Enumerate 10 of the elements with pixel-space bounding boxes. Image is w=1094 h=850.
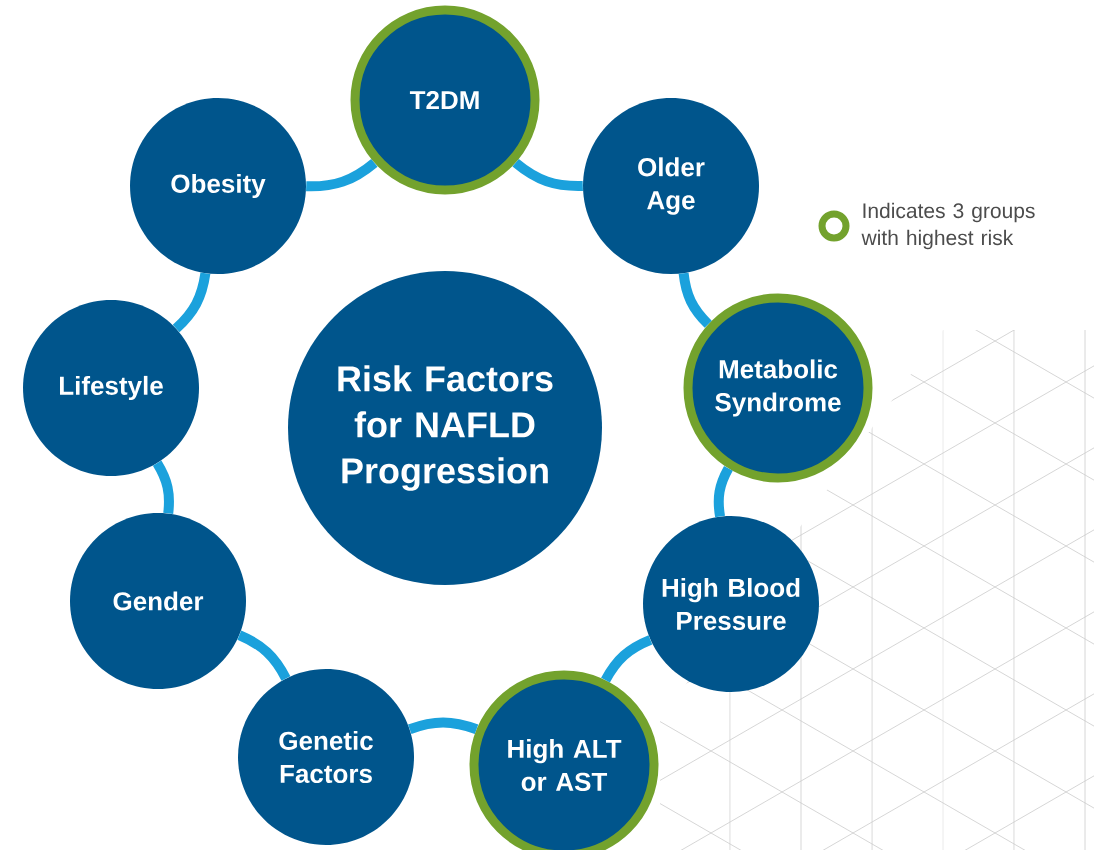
legend-text: Indicates 3 groups with highest risk <box>861 202 1035 250</box>
ring-segment <box>172 272 211 333</box>
ring-segment <box>512 158 583 191</box>
ring-segment <box>152 460 174 514</box>
ring-segment <box>601 635 653 683</box>
ring-segment <box>678 272 712 328</box>
ring-segment <box>408 717 479 734</box>
ring-segment <box>306 158 378 192</box>
ring-segment <box>237 630 291 681</box>
ring-segment <box>713 466 733 518</box>
